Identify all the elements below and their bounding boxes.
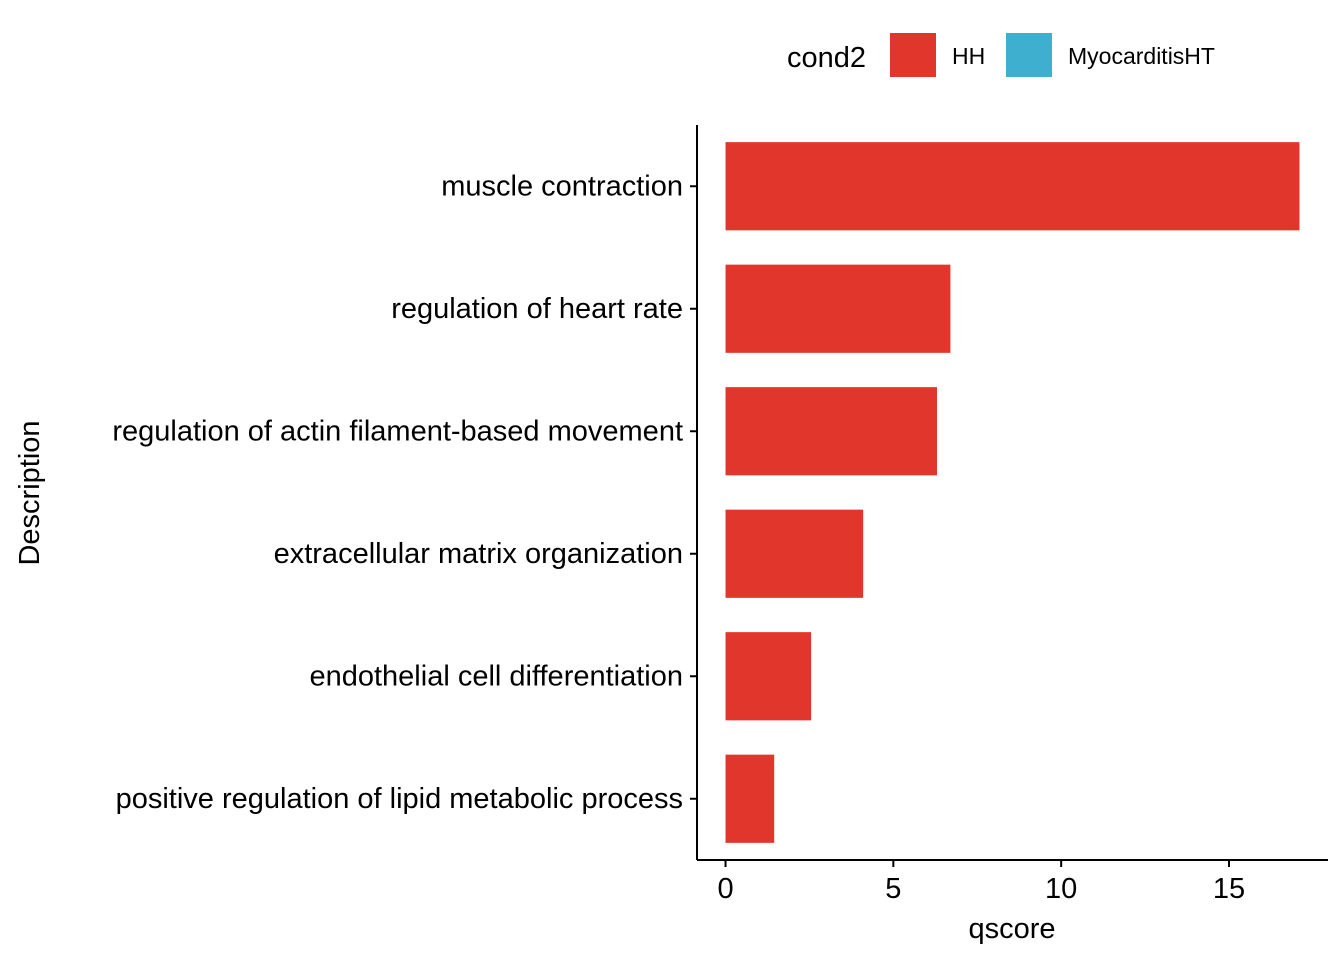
bar-5	[725, 754, 775, 843]
x-tick-label: 5	[885, 873, 901, 905]
y-tick-label: regulation of actin filament-based movem…	[112, 415, 683, 447]
legend-title: cond2	[787, 42, 866, 74]
x-tick-label: 10	[1045, 873, 1077, 905]
legend-key-0	[890, 33, 936, 77]
y-tick-label: regulation of heart rate	[391, 293, 683, 325]
y-axis-title: Description	[14, 420, 46, 565]
bar-0	[725, 142, 1300, 231]
x-axis-title: qscore	[968, 913, 1055, 945]
y-tick-label: muscle contraction	[441, 170, 683, 202]
plot-area: muscle contraction regulation of heart ra…	[112, 125, 1328, 905]
legend-key-1	[1006, 33, 1052, 77]
x-tick-label: 15	[1213, 873, 1245, 905]
bar-1	[725, 264, 951, 353]
legend: cond2 HH MyocarditisHT	[787, 33, 1215, 77]
y-tick-label: extracellular matrix organization	[274, 538, 683, 570]
x-tick-label: 0	[717, 873, 733, 905]
y-tick-label: endothelial cell differentiation	[309, 660, 683, 692]
bar-3	[725, 509, 864, 598]
y-tick-label: positive regulation of lipid metabolic p…	[116, 783, 683, 815]
legend-label-1: MyocarditisHT	[1068, 43, 1215, 69]
legend-label-0: HH	[952, 43, 985, 69]
bar-2	[725, 387, 937, 476]
bar-4	[725, 632, 812, 721]
